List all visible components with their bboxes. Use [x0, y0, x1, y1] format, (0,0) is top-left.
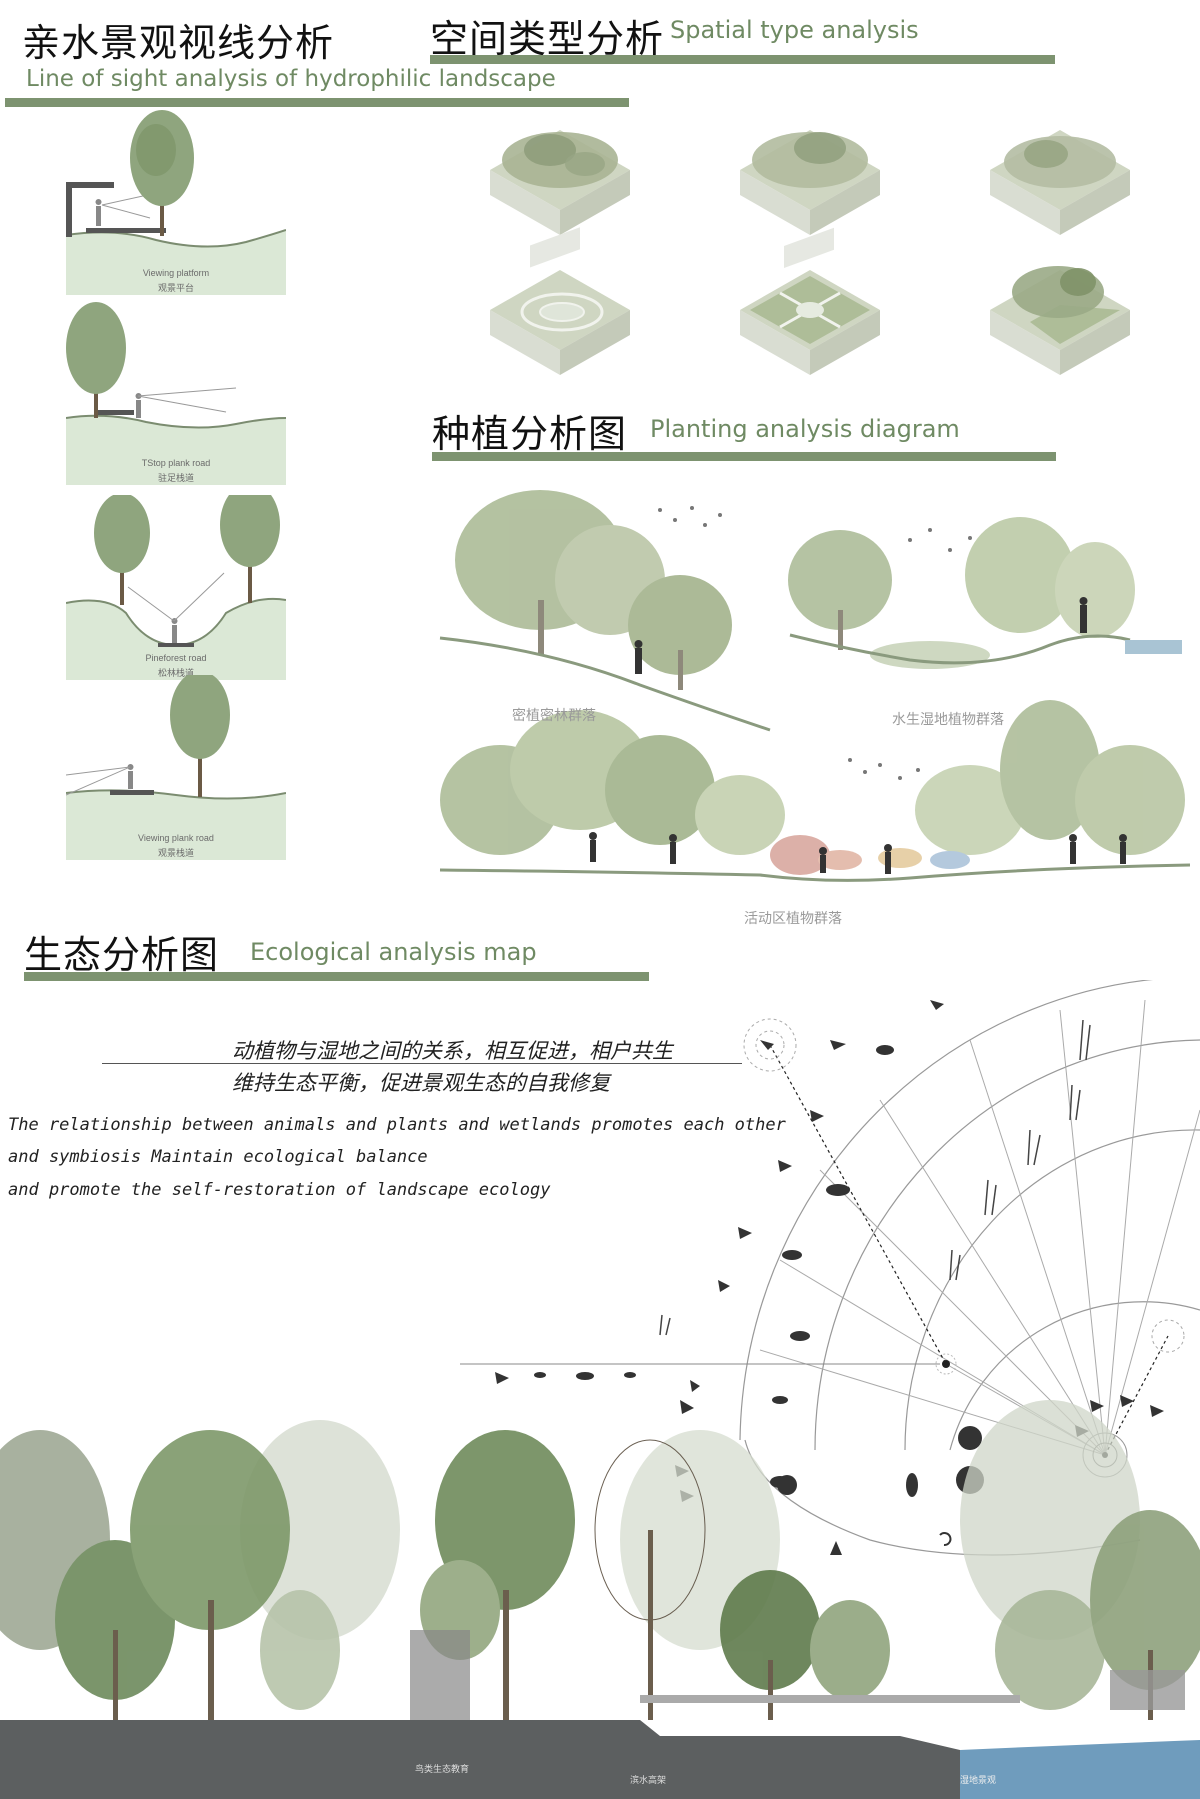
ecology-en-line-3: and promote the self-restoration of land… — [8, 1180, 551, 1200]
sight-panel-4-cn: 观景栈道 — [157, 848, 194, 858]
planting-caption-activity: 活动区植物群落 — [744, 911, 842, 927]
sight-panel-1-cn: 观景平台 — [157, 283, 194, 293]
ecology-landscape-section — [0, 1400, 1200, 1799]
planting-caption-wetland: 水生湿地植物群落 — [892, 712, 1004, 728]
sight-title-cn: 亲水景观视线分析 — [22, 21, 335, 65]
ecology-cn-line-2: 维持生态平衡，促进景观生态的自我修复 — [232, 1071, 610, 1095]
sight-panel-viewing-plank-road: Viewing plank road 观景栈道 — [65, 671, 287, 860]
spatial-title-en: Spatial type analysis — [670, 16, 919, 44]
section-label-wetland-landscape: 湿地景观 — [960, 1775, 997, 1785]
ecology-en-line-2: and symbiosis Maintain ecological balanc… — [8, 1147, 428, 1167]
sight-panel-3-en: Pineforest road — [145, 653, 207, 663]
ecology-title-bar — [24, 972, 649, 981]
ecology-title-cn: 生态分析图 — [24, 933, 220, 977]
section-label-bird-education: 鸟类生态教育 — [415, 1764, 470, 1774]
ecology-title-en: Ecological analysis map — [250, 938, 537, 966]
sight-panel-viewing-platform: Viewing platform 观景平台 — [65, 110, 287, 295]
sight-panel-stop-plank-road: TStop plank road 驻足栈道 — [65, 300, 287, 485]
sight-title-en: Line of sight analysis of hydrophilic la… — [26, 66, 556, 92]
planting-title-en: Planting analysis diagram — [650, 415, 960, 443]
sight-panel-1-en: Viewing platform — [142, 268, 210, 278]
planting-title-bar — [432, 452, 1056, 461]
ecology-cn-rule — [102, 1063, 742, 1064]
ecology-en-line-1: The relationship between animals and pla… — [8, 1115, 786, 1135]
viewing-platform-diagram — [65, 110, 287, 295]
planting-caption-dense-forest: 密植密林群落 — [512, 708, 596, 724]
sight-panel-2-cn: 驻足栈道 — [157, 473, 194, 483]
planting-title-cn: 种植分析图 — [432, 412, 628, 456]
stop-plank-road-diagram — [65, 302, 287, 485]
spatial-type-blocks — [490, 130, 1130, 375]
planting-sections — [439, 490, 1190, 882]
sight-title-bar — [5, 98, 629, 107]
section-label-waterfront-elevated: 滨水高架 — [630, 1775, 667, 1785]
sight-panel-pineforest-road: Pineforest road 松林栈道 — [65, 483, 287, 680]
sight-panel-3-cn: 松林栈道 — [157, 668, 194, 678]
spatial-title-cn: 空间类型分析 — [430, 17, 665, 61]
ecology-cn-line-1: 动植物与湿地之间的关系，相互促进，相户共生 — [232, 1039, 673, 1063]
sight-panel-2-en: TStop plank road — [141, 458, 211, 468]
pineforest-road-diagram — [65, 483, 287, 680]
ecology-radial-diagram — [460, 980, 1200, 1556]
spatial-title-bar — [430, 55, 1055, 64]
sight-panel-4-en: Viewing plank road — [138, 833, 214, 843]
viewing-plank-road-diagram — [65, 671, 287, 860]
